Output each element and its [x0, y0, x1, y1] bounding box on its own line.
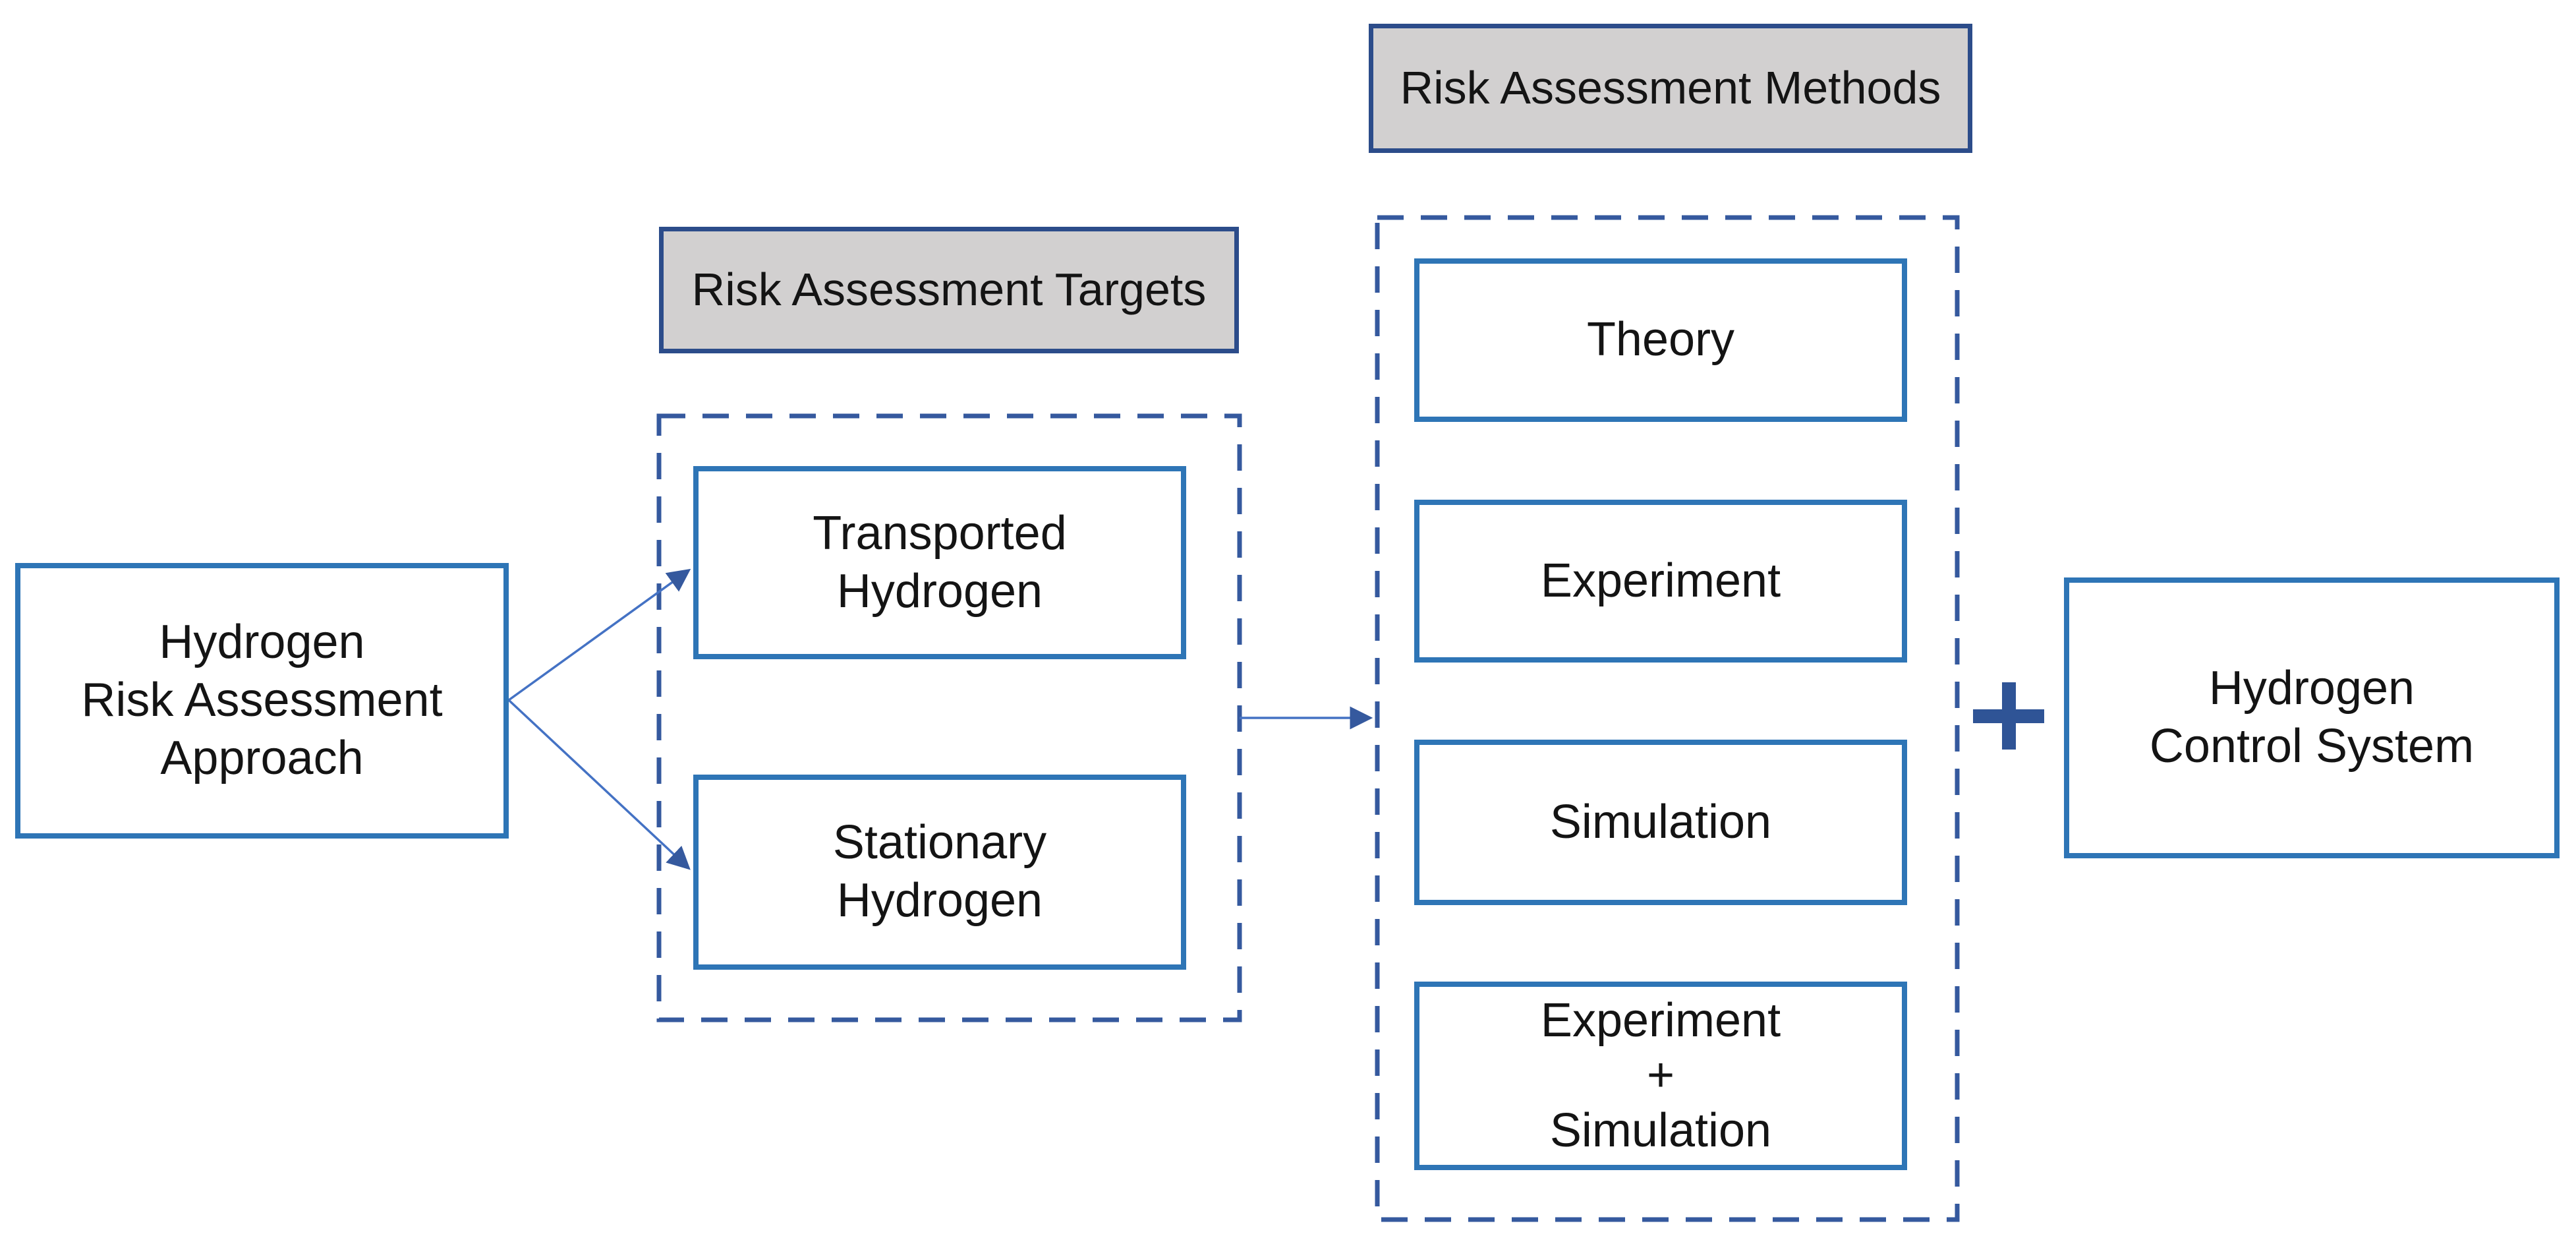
experiment-simulation-label: Experiment + Simulation — [1540, 993, 1781, 1157]
targets-header-label: Risk Assessment Targets — [691, 264, 1207, 316]
control-system-box: Hydrogen Control System — [2064, 577, 2560, 858]
transported-hydrogen-box: Transported Hydrogen — [693, 466, 1186, 659]
stationary-hydrogen-box: Stationary Hydrogen — [693, 775, 1186, 970]
control-system-label: Hydrogen Control System — [2149, 662, 2475, 773]
theory-label: Theory — [1586, 313, 1735, 367]
methods-header-label: Risk Assessment Methods — [1400, 62, 1941, 114]
simulation-box: Simulation — [1414, 740, 1907, 905]
transported-hydrogen-label: Transported Hydrogen — [813, 506, 1067, 618]
plus-icon — [1973, 682, 2044, 750]
approach-box: Hydrogen Risk Assessment Approach — [15, 563, 509, 839]
methods-header: Risk Assessment Methods — [1369, 24, 1972, 153]
approach-box-label: Hydrogen Risk Assessment Approach — [81, 616, 443, 784]
fork-arrow-to-stationary-icon — [507, 699, 691, 870]
targets-header: Risk Assessment Targets — [659, 227, 1239, 353]
experiment-label: Experiment — [1540, 554, 1781, 607]
experiment-box: Experiment — [1414, 500, 1907, 663]
simulation-label: Simulation — [1549, 795, 1772, 848]
theory-box: Theory — [1414, 258, 1907, 422]
fork-arrow-to-transported-icon — [507, 568, 691, 701]
experiment-simulation-box: Experiment + Simulation — [1414, 982, 1907, 1170]
stationary-hydrogen-label: Stationary Hydrogen — [832, 816, 1047, 927]
